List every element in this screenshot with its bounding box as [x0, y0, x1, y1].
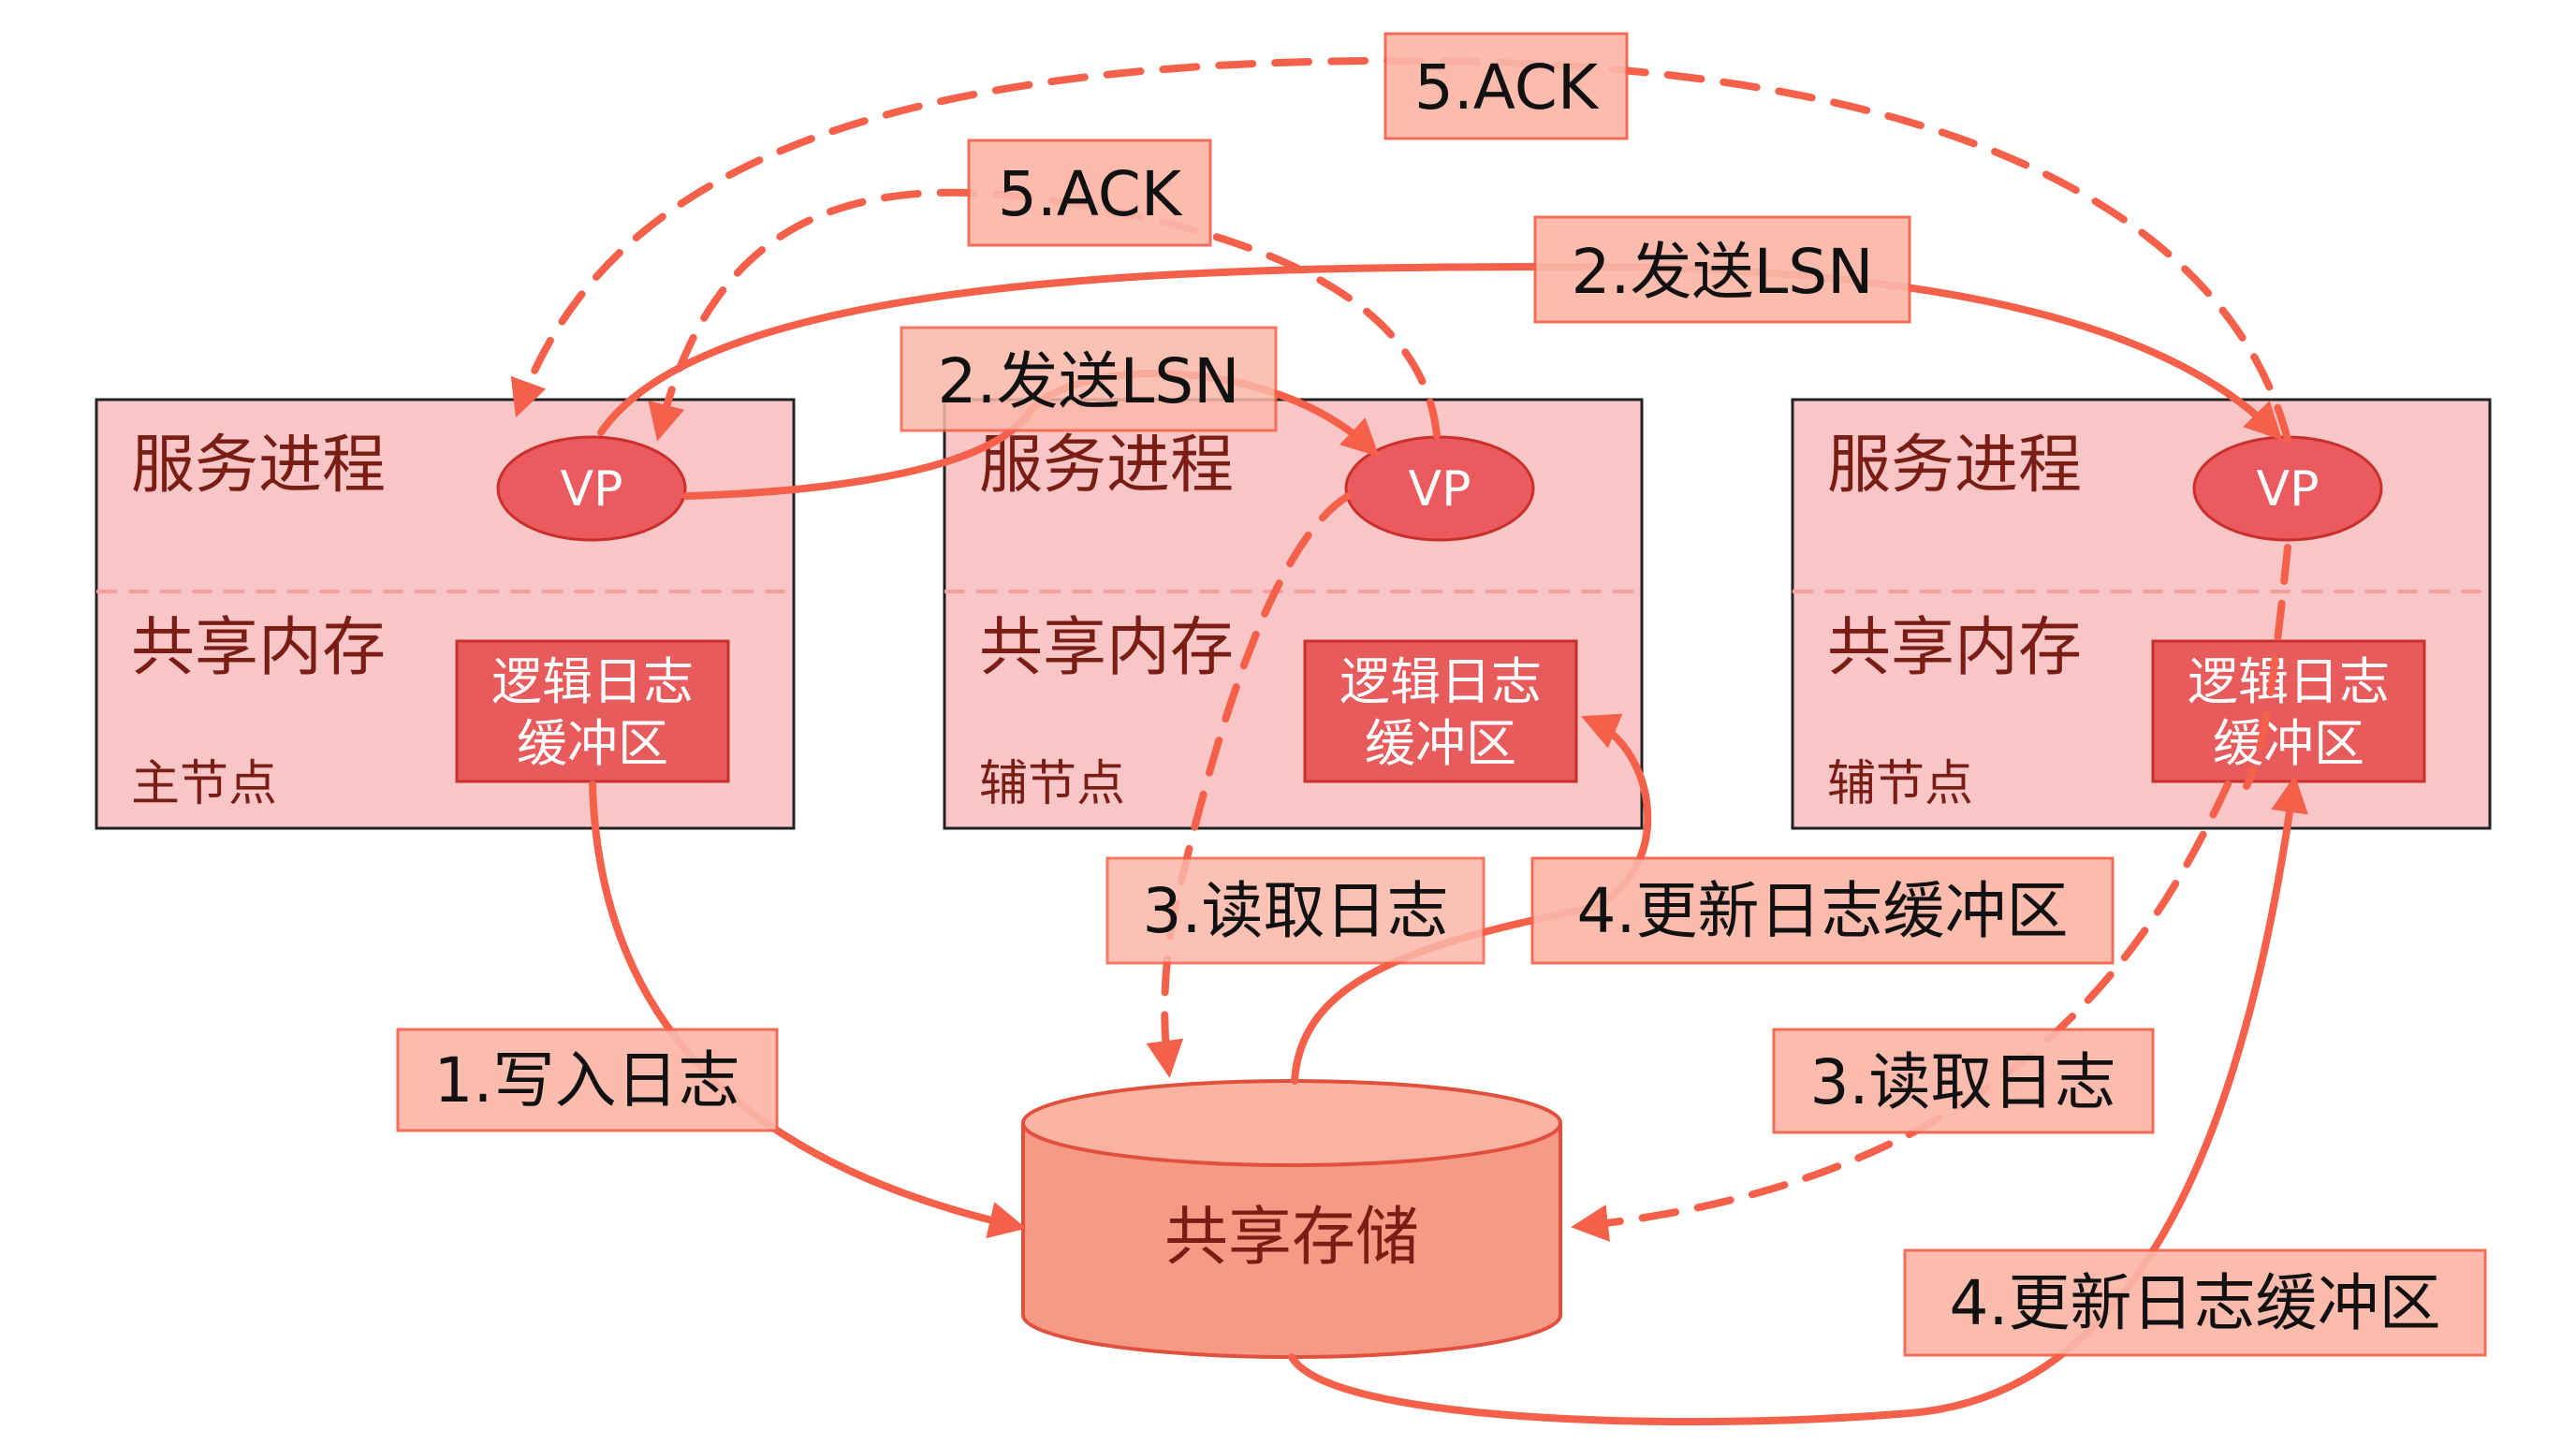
arrow-read-log-secondary-2	[1571, 781, 2232, 1242]
secondary-2-log-buffer-line2: 缓冲区	[2213, 714, 2364, 773]
secondary-2-vp-label: VP	[2257, 461, 2320, 518]
label-update-buffer-2-text: 4.更新日志缓冲区	[1950, 1267, 2441, 1339]
label-read-log-1-box	[1105, 856, 1486, 965]
label-read-log-2-text: 3.读取日志	[1810, 1046, 2116, 1118]
label-read-log-1: 3.读取日志	[1105, 856, 1486, 965]
primary-process-label: 服务进程	[131, 429, 386, 503]
secondary-2-role-label: 辅节点	[1827, 756, 1973, 812]
label-write-log: 1.写入日志	[396, 1028, 779, 1132]
shared-storage-label: 共享存储	[1164, 1201, 1419, 1275]
secondary-1-log-buffer	[1303, 639, 1578, 783]
primary-log-buffer-line1: 逻辑日志	[491, 652, 694, 711]
arrow-read-log-secondary-1	[1146, 492, 1352, 1078]
arrow-update-buffer-secondary-2	[1288, 775, 2308, 1426]
label-send-lsn-2-text: 2.发送LSN	[1571, 236, 1873, 308]
step-labels: 1.写入日志 2.发送LSN 2.发送LSN 3.读取日志 3.读取日志 4.更…	[396, 32, 2487, 1357]
label-ack-2-box	[1383, 32, 1629, 140]
secondary-node-1: 服务进程 共享内存 辅节点 VP 逻辑日志 缓冲区	[943, 398, 1644, 830]
label-ack-1: 5.ACK	[967, 139, 1212, 247]
shared-storage: 共享存储	[1021, 1079, 1562, 1359]
label-ack-1-box	[967, 139, 1212, 247]
secondary-2-process-label: 服务进程	[1827, 429, 2082, 503]
shared-storage-top	[1021, 1079, 1562, 1167]
primary-vp	[496, 435, 687, 542]
label-read-log-2: 3.读取日志	[1772, 1028, 2155, 1134]
label-send-lsn-2: 2.发送LSN	[1533, 215, 1911, 324]
primary-log-buffer	[455, 639, 730, 783]
arrow-write-log	[589, 781, 1027, 1239]
arrow-send-lsn-secondary-2	[597, 262, 2283, 441]
secondary-1-log-buffer-line2: 缓冲区	[1365, 714, 1516, 773]
label-read-log-1-text: 3.读取日志	[1143, 875, 1449, 947]
secondary-1-process-label: 服务进程	[979, 429, 1234, 503]
primary-role-label: 主节点	[131, 756, 277, 812]
secondary-2-memory-label: 共享内存	[1827, 611, 2082, 685]
arrow-ack-secondary-2	[2243, 544, 2291, 790]
primary-log-buffer-line2: 缓冲区	[517, 714, 668, 773]
label-write-log-box	[396, 1028, 779, 1132]
secondary-2-log-buffer-line1: 逻辑日志	[2188, 652, 2390, 711]
label-send-lsn-2-box	[1533, 215, 1911, 324]
label-update-buffer-2: 4.更新日志缓冲区	[1903, 1248, 2487, 1357]
primary-node: 服务进程 共享内存 主节点 VP 逻辑日志 缓冲区	[95, 398, 796, 830]
label-update-buffer-1-text: 4.更新日志缓冲区	[1577, 875, 2069, 947]
label-update-buffer-2-box	[1903, 1248, 2487, 1357]
label-update-buffer-1: 4.更新日志缓冲区	[1530, 856, 2115, 965]
label-send-lsn-1-text: 2.发送LSN	[937, 345, 1239, 417]
label-send-lsn-1-box	[900, 326, 1278, 432]
secondary-1-vp-label: VP	[1409, 461, 1471, 518]
shared-storage-body	[1021, 1121, 1562, 1359]
label-ack-2: 5.ACK	[1383, 32, 1629, 140]
label-send-lsn-1: 2.发送LSN	[900, 326, 1278, 432]
secondary-1-memory-label: 共享内存	[979, 611, 1234, 685]
label-ack-2-text: 5.ACK	[1414, 51, 1600, 124]
label-update-buffer-1-box	[1530, 856, 2115, 965]
label-ack-1-text: 5.ACK	[998, 158, 1183, 230]
secondary-node-2: 服务进程 共享内存 辅节点 VP 逻辑日志 缓冲区	[1791, 398, 2492, 830]
primary-memory-label: 共享内存	[131, 611, 386, 685]
label-read-log-2-box	[1772, 1028, 2155, 1134]
label-write-log-text: 1.写入日志	[434, 1044, 740, 1117]
secondary-1-role-label: 辅节点	[979, 756, 1125, 812]
secondary-1-log-buffer-line1: 逻辑日志	[1339, 652, 1542, 711]
primary-vp-label: VP	[561, 461, 623, 518]
secondary-2-log-buffer	[2151, 639, 2426, 783]
